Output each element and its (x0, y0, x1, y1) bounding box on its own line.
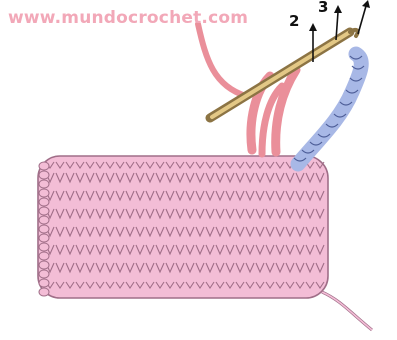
edge-stitch (39, 270, 49, 278)
arrow-4-head (362, 0, 370, 8)
edge-stitch (39, 288, 49, 296)
edge-stitch (39, 243, 49, 251)
step-label-2: 2 (289, 12, 299, 30)
arrow-2-head (309, 23, 317, 31)
edge-stitch (39, 180, 49, 188)
arrow-3-head (334, 5, 342, 13)
blue-loop-strand (298, 54, 361, 164)
arrow-4-line (358, 6, 366, 34)
step-label-3: 3 (318, 0, 328, 16)
edge-stitch (39, 189, 49, 197)
edge-stitch (39, 279, 49, 287)
edge-stitch (39, 216, 49, 224)
blue-loop (294, 54, 364, 164)
crochet-swatch (38, 156, 328, 298)
edge-stitch (39, 225, 49, 233)
edge-stitch (39, 171, 49, 179)
edge-stitch (39, 252, 49, 260)
working-yarn-strand (198, 24, 246, 96)
yarn-tail-inner (322, 292, 372, 330)
edge-stitch (39, 207, 49, 215)
yarn-wrap-2 (276, 70, 296, 152)
edge-stitch (39, 198, 49, 206)
edge-stitch (39, 162, 49, 170)
edge-stitch (39, 234, 49, 242)
watermark-text: www.mundocrochet.com (8, 8, 248, 28)
edge-stitch (39, 261, 49, 269)
working-yarn (198, 24, 296, 154)
